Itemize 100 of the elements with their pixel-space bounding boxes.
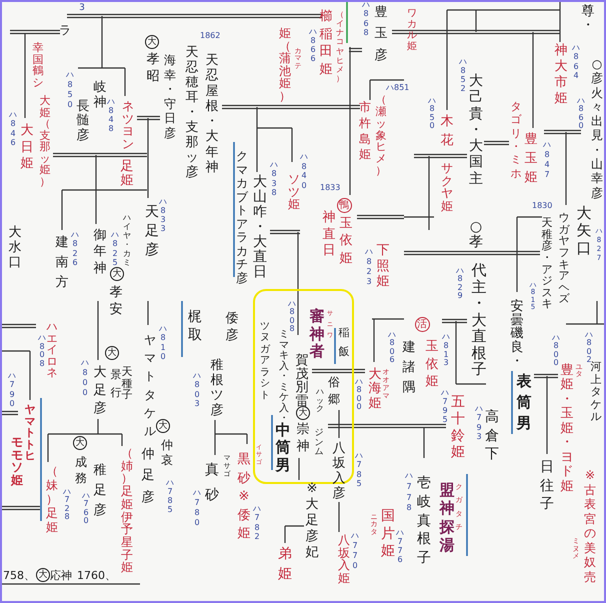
- name-label: 日往子: [539, 458, 555, 514]
- year-number: ハ808: [37, 334, 47, 368]
- name-label: 天忍穂耳・支那ッ彦: [184, 45, 200, 180]
- name-label: 天種子: [122, 366, 134, 402]
- circled-character: 活: [414, 316, 430, 332]
- name-label: 大水口: [8, 225, 22, 270]
- name-label: 河上タケル: [590, 361, 602, 424]
- name-label: 仲哀: [160, 438, 174, 468]
- name-label: 大山咋・大直日: [252, 175, 268, 280]
- name-label: 大足彦: [92, 364, 108, 418]
- year-number: ハ840: [299, 152, 309, 190]
- name-label: （妹）足姫: [45, 464, 59, 534]
- name-label: 真砂: [204, 461, 220, 505]
- reading-label: ハック: [315, 388, 325, 414]
- year-number: ハ847: [542, 140, 552, 180]
- year-number: ハ810: [158, 324, 168, 361]
- year-number: ハ852: [458, 57, 468, 93]
- name-label: 代主・大直根子: [470, 262, 488, 378]
- year-number: 1830: [532, 202, 552, 210]
- year-number: ハ848: [106, 97, 116, 133]
- name-label: ※大足彦妃: [304, 481, 320, 561]
- name-label: 安曇磯良・: [510, 300, 524, 368]
- year-number: ハ782: [252, 504, 262, 541]
- name-label: 姫（蒲池姫）: [278, 27, 292, 103]
- name-label: 足姫: [120, 160, 134, 188]
- name-label: 稚根ツ彦: [210, 358, 224, 418]
- year-number: ハ780: [192, 488, 202, 528]
- name-label: 天足彦: [144, 204, 160, 260]
- year-number: ハ851: [386, 84, 410, 92]
- year-number: ハ829: [455, 267, 465, 301]
- circled-character: 鴨: [336, 198, 352, 212]
- name-label: ツヌガアラシト: [259, 321, 271, 402]
- name-label: 仲足彦: [140, 446, 156, 507]
- year-number: ハ860: [576, 97, 586, 131]
- name-label: 豊玉彦: [374, 4, 388, 65]
- year-number: ハ776: [395, 528, 405, 564]
- name-label: 豊姫・玉姫・ヨド姫: [560, 364, 574, 494]
- year-number: ハ778: [404, 471, 414, 514]
- name-label: モモソ姫: [10, 436, 24, 486]
- year-number: 1862: [200, 32, 220, 40]
- name-label: 稚足彦: [92, 462, 108, 520]
- name-label: 孝昭: [146, 52, 160, 85]
- name-label: 長髄彦: [76, 100, 90, 143]
- year-number: ハ790: [7, 371, 17, 408]
- name-label: 黒砂※倭姫: [236, 451, 252, 544]
- annotation-text: 1760、: [77, 570, 116, 580]
- name-label: 木花: [440, 113, 454, 150]
- annotation-text: 応神: [50, 570, 72, 580]
- year-number: ハ808: [287, 300, 297, 334]
- name-label: ※古表宮の美奴売: [583, 468, 597, 584]
- name-label: （姉）足姫伊予星子姫: [120, 447, 134, 574]
- year-number: ハ795: [440, 388, 450, 424]
- name-label: 五十鈴姫: [450, 394, 466, 461]
- circled-character: 大: [105, 346, 119, 360]
- year-number: ハ800: [551, 334, 560, 368]
- name-label: 高倉下: [484, 408, 500, 464]
- name-label: ジンム: [314, 429, 324, 458]
- year-number: ハ800: [80, 358, 90, 398]
- circled-character: 大: [36, 568, 50, 582]
- name-label: 成務: [74, 455, 88, 486]
- name-label: ヤマトトヒ: [24, 404, 36, 462]
- year-number: ハ785: [165, 478, 175, 514]
- name-label: 建南方: [54, 234, 70, 292]
- name-label: 天忍屋根・大年神: [204, 53, 220, 175]
- name-label: サクヤ姫: [440, 162, 454, 212]
- name-label: 審神者: [308, 308, 326, 362]
- name-label: 大日姫: [20, 123, 34, 174]
- year-number: ハ825: [110, 230, 120, 267]
- reading-label: （イナコヤヒメ）: [335, 10, 345, 83]
- year-number: ハ850: [65, 70, 75, 110]
- name-label: 玉依姫: [424, 338, 440, 392]
- year-number: ハ802: [584, 331, 593, 364]
- year-number: ハ803: [192, 371, 202, 408]
- year-number: ハ826: [70, 230, 80, 267]
- name-label: 玉依姫: [338, 215, 354, 267]
- circled-character: 大: [145, 35, 159, 49]
- year-number: ハ838: [269, 160, 279, 197]
- year-number: ハ850: [427, 97, 437, 131]
- name-label: ソツ姫: [287, 173, 301, 211]
- name-label: ハエイロネ: [46, 321, 58, 379]
- name-label: 倭彦: [224, 311, 240, 344]
- name-label: 下照姫: [376, 243, 390, 290]
- year-number: 3: [78, 3, 86, 13]
- circled-character: 大: [73, 436, 87, 450]
- name-label: 八坂入姫: [337, 534, 351, 584]
- name-label: ヤマトタケル: [143, 332, 157, 440]
- name-label: 壱岐真根子: [416, 474, 432, 568]
- name-label: ○彦火々出見・山幸彦: [590, 57, 604, 200]
- name-label: 大姫（支那ッ姫）: [38, 95, 52, 188]
- name-label: 神直日: [322, 210, 336, 260]
- name-label: （瀬ッ象ヒメ）: [374, 94, 388, 178]
- name-label: 海幸・守日彦: [163, 53, 177, 140]
- name-label: 建諸隅: [402, 339, 416, 397]
- year-number: ハ864: [571, 43, 581, 80]
- name-label: 櫛稲田姫: [318, 8, 334, 78]
- name-label: 国片姫: [380, 508, 396, 562]
- year-number: 1833: [320, 184, 340, 192]
- name-label: タゴリ・ミホ: [510, 100, 522, 180]
- circled-character: 大: [296, 406, 310, 420]
- name-label: 景行: [110, 367, 122, 400]
